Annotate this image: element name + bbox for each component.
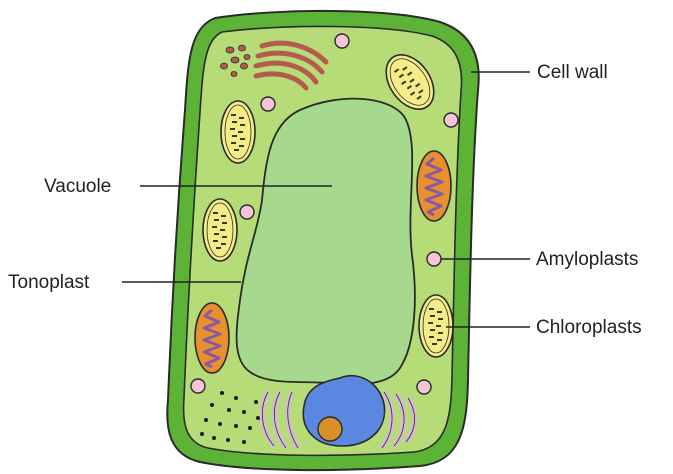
label-vacuole: Vacuole [44, 176, 111, 197]
label-tonoplast: Tonoplast [8, 272, 90, 293]
nucleolus [318, 417, 342, 441]
label-chloroplasts: Chloroplasts [536, 317, 642, 338]
chloroplast [203, 199, 237, 261]
chloroplast [419, 295, 453, 357]
nucleus [303, 376, 384, 446]
label-amyloplasts: Amyloplasts [536, 249, 638, 270]
label-cell-wall: Cell wall [537, 62, 608, 83]
chloroplast [221, 101, 255, 163]
mitochondrion [417, 151, 451, 221]
mitochondrion [195, 303, 229, 373]
